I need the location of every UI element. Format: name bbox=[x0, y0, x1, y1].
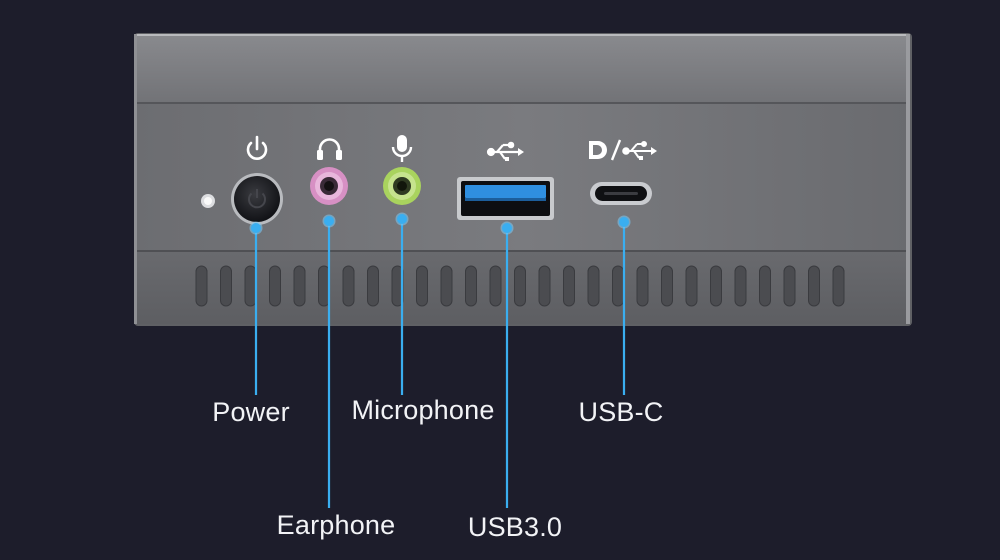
vent-slot bbox=[465, 265, 477, 307]
usb3-label: USB3.0 bbox=[467, 512, 563, 542]
vent-slot bbox=[342, 265, 355, 307]
vent-slot bbox=[220, 265, 232, 307]
headphones-icon bbox=[317, 138, 342, 160]
usb3-port[interactable] bbox=[457, 177, 554, 220]
vent-slot bbox=[832, 265, 845, 307]
power-label: Power bbox=[212, 397, 290, 427]
vent-slot bbox=[440, 265, 453, 307]
vent-slot bbox=[587, 265, 600, 307]
vent-slot bbox=[367, 265, 379, 307]
microphone-label: Microphone bbox=[351, 395, 495, 425]
displayport-usb-icon bbox=[589, 139, 657, 161]
vent-slot bbox=[538, 265, 551, 307]
vent-slot bbox=[808, 265, 820, 307]
vent-slot bbox=[269, 265, 281, 307]
callout-dots bbox=[249, 212, 631, 235]
vent-slot bbox=[514, 265, 526, 307]
vent-slot bbox=[783, 265, 796, 307]
earphone-label: Earphone bbox=[276, 510, 396, 540]
vent-slot bbox=[489, 265, 502, 307]
vent-slot bbox=[636, 265, 649, 307]
vent-slot bbox=[734, 265, 747, 307]
vent-slots bbox=[195, 265, 845, 307]
usb-c-port[interactable] bbox=[590, 182, 652, 205]
vent-slot bbox=[612, 265, 624, 307]
power-button[interactable] bbox=[231, 173, 283, 225]
microphone-jack[interactable] bbox=[383, 167, 421, 205]
power-icon bbox=[246, 135, 268, 160]
vent-slot bbox=[318, 265, 330, 307]
vent-slot bbox=[293, 265, 306, 307]
vent-slot bbox=[563, 265, 575, 307]
vent-slot bbox=[685, 265, 698, 307]
vent-slot bbox=[661, 265, 673, 307]
vent-slot bbox=[244, 265, 257, 307]
vent-slot bbox=[195, 265, 208, 307]
vent-slot bbox=[710, 265, 722, 307]
status-led bbox=[201, 194, 215, 208]
usb-icon bbox=[486, 141, 524, 161]
vent-slot bbox=[759, 265, 771, 307]
microphone-icon bbox=[391, 135, 413, 162]
usb-c-label: USB-C bbox=[578, 397, 664, 427]
earphone-jack[interactable] bbox=[310, 167, 348, 205]
vent-slot bbox=[416, 265, 428, 307]
callout-lines bbox=[254, 219, 626, 508]
